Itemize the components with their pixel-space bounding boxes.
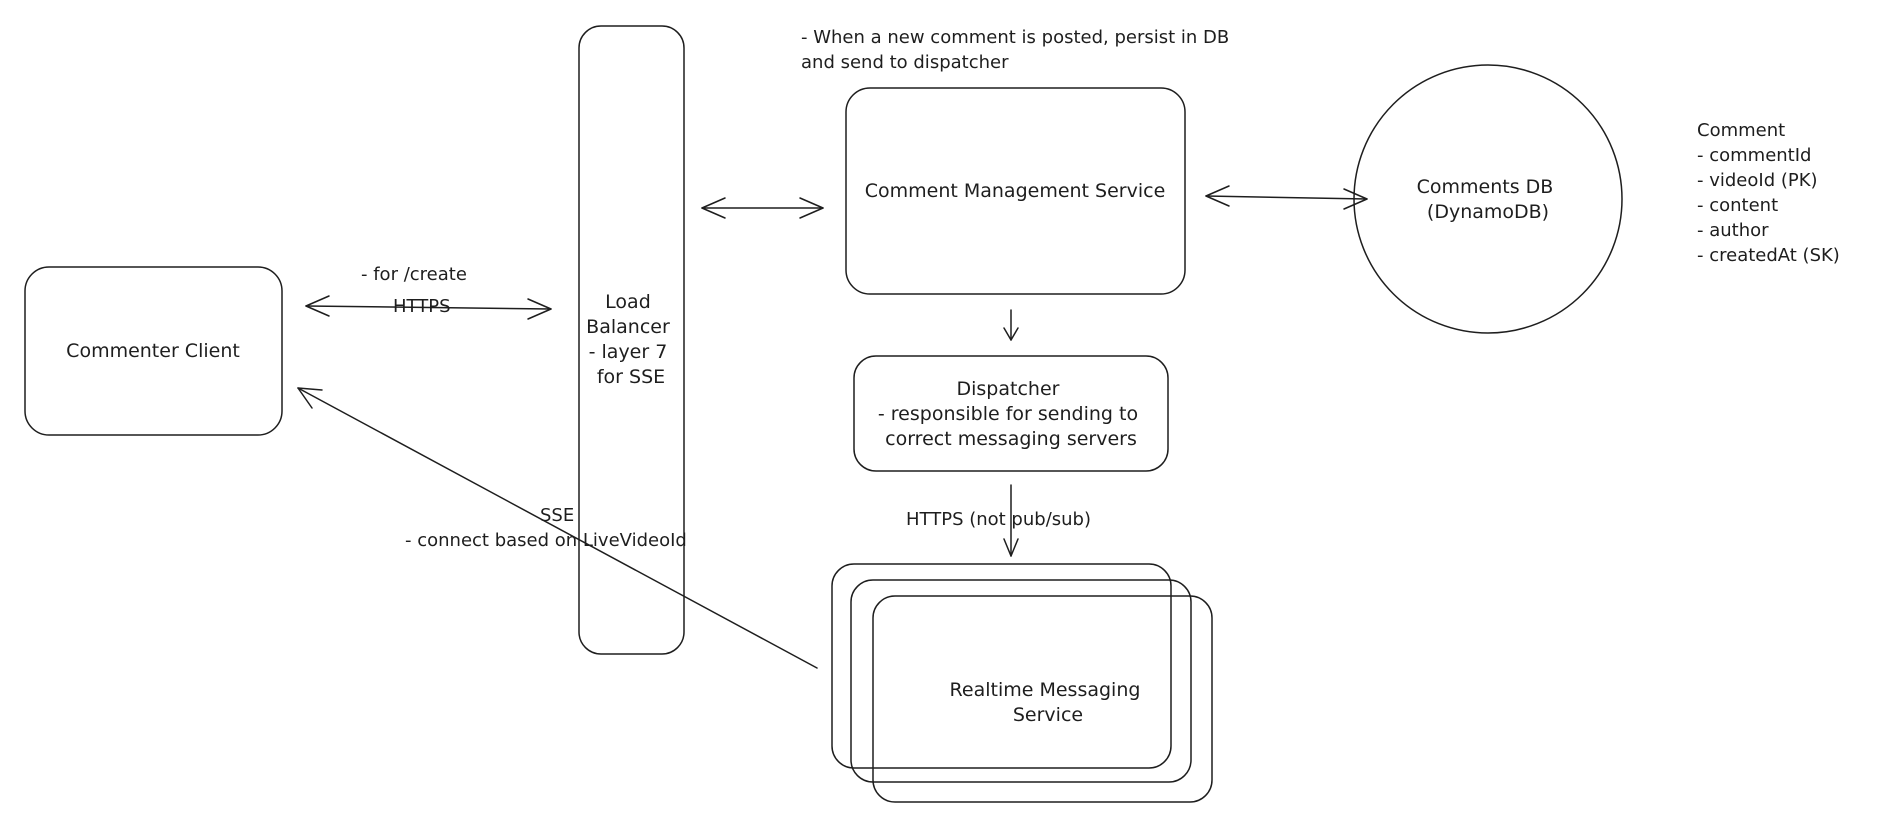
load-balancer-line-2: Balancer bbox=[586, 316, 670, 338]
cms-dispatcher-connector bbox=[1003, 309, 1019, 341]
dispatcher-line-3: correct messaging servers bbox=[885, 428, 1137, 450]
lb-cms-connector bbox=[701, 197, 824, 219]
realtime-messaging-service-node: Realtime Messaging Service bbox=[831, 563, 1213, 803]
dispatcher-label: Dispatcher - responsible for sending to … bbox=[878, 378, 1144, 450]
load-balancer-line-3: - layer 7 bbox=[589, 341, 668, 363]
comment-management-service-box bbox=[845, 87, 1186, 295]
https-not-pubsub-annotation: HTTPS (not pub/sub) bbox=[906, 509, 1091, 530]
comment-management-service-node: Comment Management Service bbox=[845, 87, 1186, 295]
dispatcher-node: Dispatcher - responsible for sending to … bbox=[853, 355, 1169, 472]
comments-db-label: Comments DB (DynamoDB) bbox=[1417, 176, 1560, 223]
for-create-annotation: - for /create bbox=[361, 264, 467, 285]
realtime-line-2: Service bbox=[1013, 704, 1083, 726]
connect-based-annotation: - connect based on LiveVideoId bbox=[405, 530, 687, 551]
load-balancer-node: Load Balancer - layer 7 for SSE bbox=[578, 25, 685, 655]
commenter-client-label: Commenter Client bbox=[66, 340, 240, 362]
commenter-client-node: Commenter Client bbox=[24, 266, 283, 436]
realtime-stack-back bbox=[872, 595, 1213, 803]
sse-annotation: SSE bbox=[540, 505, 574, 526]
cms-db-arrowhead-right bbox=[1343, 188, 1368, 210]
comment-schema-text: Comment - commentId - videoId (PK) - con… bbox=[1697, 120, 1840, 266]
cms-db-line bbox=[1205, 195, 1368, 200]
client-lb-line bbox=[305, 305, 552, 310]
new-comment-annotation: - When a new comment is posted, persist … bbox=[801, 27, 1235, 73]
schema-field-4: - author bbox=[1697, 220, 1769, 241]
realtime-client-connector bbox=[297, 387, 818, 669]
schema-field-5: - createdAt (SK) bbox=[1697, 245, 1840, 266]
new-comment-line-1: - When a new comment is posted, persist … bbox=[801, 27, 1229, 48]
cms-dispatcher-arrowhead bbox=[1003, 327, 1019, 341]
cms-db-arrowhead-left bbox=[1205, 185, 1230, 207]
schema-title: Comment bbox=[1697, 120, 1785, 141]
commenter-client-box bbox=[24, 266, 283, 436]
comments-db-node: Comments DB (DynamoDB) bbox=[1353, 64, 1623, 334]
realtime-client-line bbox=[297, 387, 818, 669]
comment-management-service-label: Comment Management Service bbox=[865, 180, 1166, 202]
comments-db-line-2: (DynamoDB) bbox=[1427, 201, 1549, 223]
lb-cms-arrowhead-right bbox=[799, 197, 824, 219]
comment-schema-note: Comment - commentId - videoId (PK) - con… bbox=[1697, 120, 1840, 266]
https-annotation: HTTPS bbox=[393, 296, 451, 317]
schema-field-1: - commentId bbox=[1697, 145, 1811, 166]
new-comment-line-2: and send to dispatcher bbox=[801, 52, 1009, 73]
lb-cms-arrowhead-left bbox=[701, 197, 726, 219]
schema-field-3: - content bbox=[1697, 195, 1778, 216]
realtime-stack-front bbox=[831, 563, 1172, 769]
dispatcher-line-2: - responsible for sending to bbox=[878, 403, 1138, 425]
dispatcher-box bbox=[853, 355, 1169, 472]
load-balancer-line-1: Load bbox=[605, 291, 651, 313]
client-lb-connector bbox=[305, 295, 552, 320]
realtime-line-1: Realtime Messaging bbox=[950, 679, 1141, 701]
load-balancer-box bbox=[578, 25, 685, 655]
client-lb-arrowhead-right bbox=[527, 298, 552, 320]
realtime-stack-middle bbox=[850, 579, 1192, 783]
schema-field-2: - videoId (PK) bbox=[1697, 170, 1818, 191]
cms-db-connector bbox=[1205, 185, 1368, 210]
comments-db-circle bbox=[1353, 64, 1623, 334]
comments-db-line-1: Comments DB bbox=[1417, 176, 1554, 198]
realtime-messaging-label: Realtime Messaging Service bbox=[950, 679, 1147, 726]
realtime-client-arrowhead bbox=[297, 387, 323, 409]
load-balancer-line-4: for SSE bbox=[597, 366, 665, 388]
dispatcher-realtime-arrowhead bbox=[1003, 538, 1019, 557]
dispatcher-line-1: Dispatcher bbox=[957, 378, 1060, 400]
dispatcher-realtime-connector bbox=[1003, 484, 1019, 557]
https-label: HTTPS bbox=[393, 296, 451, 317]
load-balancer-label: Load Balancer - layer 7 for SSE bbox=[586, 291, 676, 388]
client-lb-arrowhead-left bbox=[305, 295, 330, 317]
